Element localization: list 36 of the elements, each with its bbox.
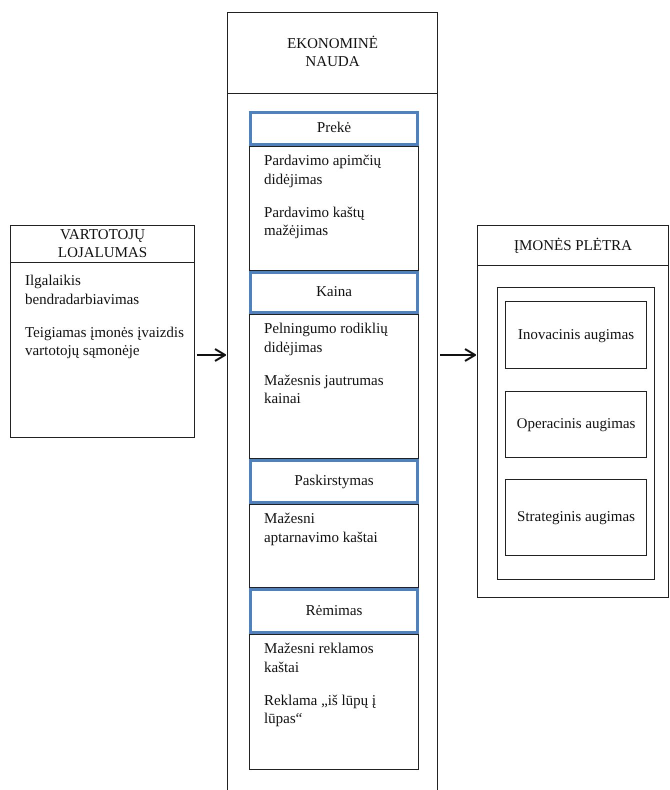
group-heading: ĮMONĖS PLĖTRA	[478, 226, 668, 266]
item-text: Mažesni reklamos kaštai	[264, 640, 375, 678]
category-box	[249, 459, 419, 504]
category-label: Rėmimas	[306, 602, 362, 620]
item-text: Pelningumo rodiklių didėjimas	[264, 320, 388, 358]
category-label: Kaina	[316, 283, 352, 302]
content-box	[249, 314, 419, 459]
growth-label: Strateginis augimas	[517, 508, 635, 527]
category-box	[249, 111, 419, 146]
content-box	[505, 301, 647, 369]
category-label: Prekė	[316, 119, 352, 138]
item-text: Mažesni aptarnavimo kaštai	[264, 510, 379, 548]
content-box	[249, 146, 419, 271]
group-heading: EKONOMINĖ NAUDA	[228, 13, 437, 94]
item-text: Pardavimo kaštų mažėjimas	[264, 204, 366, 241]
category-box	[249, 588, 419, 634]
group-box	[10, 225, 195, 438]
content-box	[505, 391, 647, 458]
content-box	[249, 634, 419, 770]
item-text: Ilgalaikis bendradarbiavimas	[25, 272, 140, 310]
item-text: Mažesnis jautrumas kainai	[264, 372, 385, 409]
growth-label: Inovacinis augimas	[518, 326, 634, 344]
category-box	[249, 271, 419, 314]
item-text: Teigiamas įmonės įvaizdis vartotojų sąmonėje	[25, 324, 185, 361]
growth-label: Operacinis augimas	[516, 415, 636, 434]
content-box	[505, 479, 647, 556]
container-box	[497, 287, 655, 580]
item-text: Reklama „iš lūpų į lūpas“	[264, 692, 378, 729]
group-box	[477, 225, 669, 598]
item-text: Pardavimo apimčių didėjimas	[264, 152, 382, 190]
arrow	[440, 348, 476, 362]
group-heading: VARTOTOJŲ LOJALUMAS	[11, 226, 194, 263]
content-box	[249, 504, 419, 588]
group-box	[227, 12, 438, 790]
arrow	[197, 348, 226, 362]
category-label: Paskirstymas	[294, 472, 374, 491]
